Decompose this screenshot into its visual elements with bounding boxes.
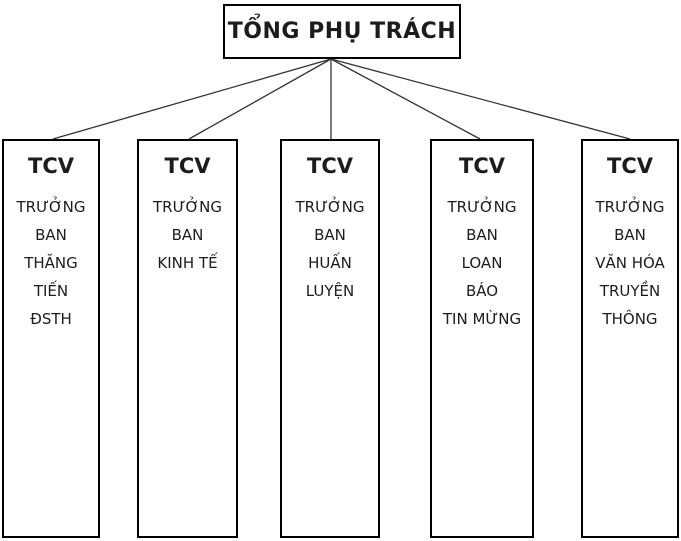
node-text-line: TRƯỞNG: [153, 198, 222, 216]
node-text-line: KINH TẾ: [157, 254, 218, 272]
department-heading: TCV: [307, 154, 353, 178]
node-text-line: BAN: [466, 226, 498, 244]
node-text-line: LOAN: [461, 254, 503, 272]
department-heading: TCV: [459, 154, 505, 178]
node-text-line: BAN: [314, 226, 346, 244]
department-node-loan-bao-tin-mung: TCV TRƯỞNG BAN LOAN BÁO TIN MỪNG: [430, 139, 534, 538]
department-node-kinh-te: TCV TRƯỞNG BAN KINH TẾ: [137, 139, 238, 538]
node-text-line: TRUYỀN: [599, 282, 661, 300]
node-text-line: THÔNG: [602, 310, 658, 328]
node-text-line: TRƯỞNG: [16, 198, 86, 216]
node-text-line: ĐSTH: [30, 310, 72, 328]
node-text-line: THĂNG: [24, 254, 78, 272]
node-text-line: TRƯỞNG: [595, 198, 665, 216]
node-text-line: TIẾN: [33, 282, 69, 300]
department-node-huan-luyen: TCV TRƯỞNG BAN HUẤN LUYỆN: [280, 139, 380, 538]
node-text-line: BAN: [35, 226, 67, 244]
node-text-line: BÁO: [465, 282, 499, 300]
department-node-van-hoa-truyen-thong: TCV TRƯỞNG BAN VĂN HÓA TRUYỀN THÔNG: [581, 139, 679, 538]
node-text-line: BAN: [171, 226, 204, 244]
root-node-label: TỔNG PHỤ TRÁCH: [227, 19, 457, 44]
node-text-line: TIN MỪNG: [442, 310, 522, 328]
node-text-line: TRƯỞNG: [447, 198, 517, 216]
node-text-line: VĂN HÓA: [595, 254, 665, 272]
node-text-line: LUYỆN: [305, 282, 355, 300]
department-node-thang-tien-dsth: TCV TRƯỞNG BAN THĂNG TIẾN ĐSTH: [2, 139, 100, 538]
root-node: TỔNG PHỤ TRÁCH: [223, 4, 461, 59]
node-text-line: HUẤN: [308, 254, 352, 272]
department-heading: TCV: [164, 154, 211, 178]
node-text-line: BAN: [614, 226, 646, 244]
department-heading: TCV: [607, 154, 653, 178]
node-text-line: TRƯỞNG: [295, 198, 365, 216]
department-heading: TCV: [28, 154, 74, 178]
